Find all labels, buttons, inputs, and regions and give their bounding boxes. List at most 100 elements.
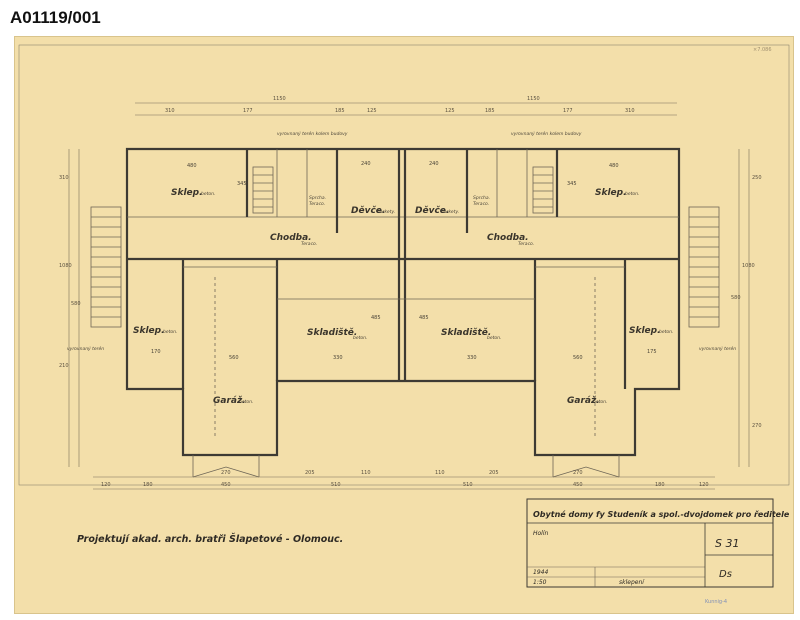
building-walls bbox=[125, 147, 681, 457]
svg-text:Sprcha.: Sprcha. bbox=[309, 195, 326, 201]
svg-text:Sklep.: Sklep. bbox=[133, 326, 165, 336]
exterior-stairs-right: vyrovnaný terén bbox=[688, 206, 736, 352]
dim-top-seg: 185 bbox=[335, 108, 345, 114]
dim-right: 250 bbox=[752, 175, 762, 181]
drawing-sheet: ×7.086 1150 1150 310 177 185 125 125 185… bbox=[14, 36, 794, 614]
room-sprcha-left: Sprcha. Teraco. bbox=[309, 195, 326, 207]
svg-text:110: 110 bbox=[435, 470, 445, 476]
svg-text:270: 270 bbox=[221, 470, 231, 476]
svg-text:Chodba.: Chodba. bbox=[487, 233, 529, 243]
svg-text:180: 180 bbox=[143, 482, 153, 488]
svg-text:560: 560 bbox=[229, 355, 239, 361]
room-sklep-top-right: Sklep. beton. 480 345 bbox=[567, 163, 639, 198]
side-dimensions: 310 1080 580 210 1080 580 250 270 bbox=[59, 149, 762, 467]
svg-text:Sklep.: Sklep. bbox=[171, 188, 203, 198]
svg-text:205: 205 bbox=[305, 470, 315, 476]
svg-text:510: 510 bbox=[463, 482, 473, 488]
floor-plan: ×7.086 1150 1150 310 177 185 125 125 185… bbox=[18, 44, 790, 605]
title-block-title: Obytné domy fy Studeník a spol.-dvojdome… bbox=[533, 509, 790, 519]
title-block-part: sklepení bbox=[619, 579, 645, 586]
dim-top-seg: 125 bbox=[367, 108, 377, 114]
svg-text:560: 560 bbox=[573, 355, 583, 361]
svg-text:120: 120 bbox=[699, 482, 709, 488]
svg-text:Sklep.: Sklep. bbox=[595, 188, 627, 198]
svg-text:205: 205 bbox=[489, 470, 499, 476]
dim-top-seg: 185 bbox=[485, 108, 495, 114]
sheet-frame bbox=[18, 44, 790, 486]
bottom-stamp: Kunnig-4 bbox=[705, 599, 727, 605]
room-skladiste-right: Skladiště. beton. 330 485 bbox=[419, 315, 501, 361]
room-garaz-left: Garáž. beton. 560 bbox=[213, 355, 253, 406]
svg-text:180: 180 bbox=[655, 482, 665, 488]
svg-text:beton.: beton. bbox=[163, 329, 177, 335]
dim-right: 1080 bbox=[742, 263, 755, 269]
svg-text:120: 120 bbox=[101, 482, 111, 488]
title-block-year: 1944 bbox=[533, 569, 548, 576]
dim-right: 580 bbox=[731, 295, 741, 301]
room-sklep-mid-left: Sklep. beton. 170 bbox=[133, 326, 177, 355]
svg-text:Teraco.: Teraco. bbox=[309, 201, 325, 207]
svg-text:beton.: beton. bbox=[659, 329, 673, 335]
svg-text:Skladiště.: Skladiště. bbox=[441, 327, 491, 338]
room-devce-left: Děvče. Parkety. 240 bbox=[351, 161, 395, 216]
svg-text:beton.: beton. bbox=[353, 335, 367, 341]
svg-text:330: 330 bbox=[467, 355, 477, 361]
dim-left: 1080 bbox=[59, 263, 72, 269]
svg-text:170: 170 bbox=[151, 349, 161, 355]
svg-text:Teraco.: Teraco. bbox=[518, 241, 534, 247]
dim-top-total-right: 1150 bbox=[527, 96, 540, 102]
authors-line: Projektují akad. arch. bratři Šlapetové … bbox=[77, 534, 343, 545]
svg-text:480: 480 bbox=[187, 163, 197, 169]
dim-top-seg: 177 bbox=[563, 108, 573, 114]
room-sprcha-right: Sprcha. Teraco. bbox=[473, 195, 490, 207]
svg-text:beton.: beton. bbox=[625, 191, 639, 197]
dim-left: 580 bbox=[71, 301, 81, 307]
note-terrain-top-right: vyrovnaný terén kolem budovy bbox=[511, 130, 582, 137]
svg-text:240: 240 bbox=[429, 161, 439, 167]
svg-text:Parkety.: Parkety. bbox=[441, 209, 459, 215]
svg-text:270: 270 bbox=[573, 470, 583, 476]
svg-text:Parkety.: Parkety. bbox=[377, 209, 395, 215]
svg-text:Sklep.: Sklep. bbox=[629, 326, 661, 336]
svg-text:beton.: beton. bbox=[239, 399, 253, 405]
room-garaz-right: Garáž. beton. 560 bbox=[567, 355, 607, 406]
svg-text:Děvče.: Děvče. bbox=[415, 205, 449, 216]
svg-text:Teraco.: Teraco. bbox=[473, 201, 489, 207]
room-devce-right: Děvče. Parkety. 240 bbox=[415, 161, 459, 216]
corner-pencil-mark: ×7.086 bbox=[753, 47, 772, 53]
note-terrain-left: vyrovnaný terén bbox=[67, 345, 104, 352]
svg-text:450: 450 bbox=[573, 482, 583, 488]
svg-text:Děvče.: Děvče. bbox=[351, 205, 385, 216]
interior-stairs-right bbox=[532, 166, 554, 214]
room-chodba-right: Chodba. Teraco. bbox=[487, 233, 534, 247]
dim-right: 270 bbox=[752, 423, 762, 429]
dim-top-seg: 125 bbox=[445, 108, 455, 114]
dim-top-seg: 310 bbox=[165, 108, 175, 114]
svg-text:beton.: beton. bbox=[593, 399, 607, 405]
svg-text:beton.: beton. bbox=[487, 335, 501, 341]
svg-text:Chodba.: Chodba. bbox=[270, 233, 312, 243]
note-terrain-top-left: vyrovnaný terén kolem budovy bbox=[277, 130, 348, 137]
dim-left: 310 bbox=[59, 175, 69, 181]
svg-text:Sprcha.: Sprcha. bbox=[473, 195, 490, 201]
svg-text:Garáž.: Garáž. bbox=[567, 396, 600, 406]
title-block-place: Holín bbox=[533, 530, 549, 537]
dim-top-seg: 177 bbox=[243, 108, 253, 114]
svg-text:345: 345 bbox=[567, 181, 577, 187]
svg-text:480: 480 bbox=[609, 163, 619, 169]
bottom-dimensions: 120 180 205 110 110 205 180 120 270 270 … bbox=[93, 470, 715, 490]
dim-left: 210 bbox=[59, 363, 69, 369]
note-terrain-right: vyrovnaný terén bbox=[699, 345, 736, 352]
svg-text:345: 345 bbox=[237, 181, 247, 187]
svg-text:beton.: beton. bbox=[201, 191, 215, 197]
dim-top-total-left: 1150 bbox=[273, 96, 286, 102]
svg-text:450: 450 bbox=[221, 482, 231, 488]
interior-stairs-left bbox=[252, 166, 274, 214]
garage-doors bbox=[192, 455, 620, 478]
svg-text:330: 330 bbox=[333, 355, 343, 361]
svg-text:510: 510 bbox=[331, 482, 341, 488]
svg-text:110: 110 bbox=[361, 470, 371, 476]
exterior-stairs-left: vyrovnaný terén bbox=[67, 206, 122, 352]
title-block-scale: 1:50 bbox=[533, 579, 547, 586]
svg-text:Garáž.: Garáž. bbox=[213, 396, 246, 406]
